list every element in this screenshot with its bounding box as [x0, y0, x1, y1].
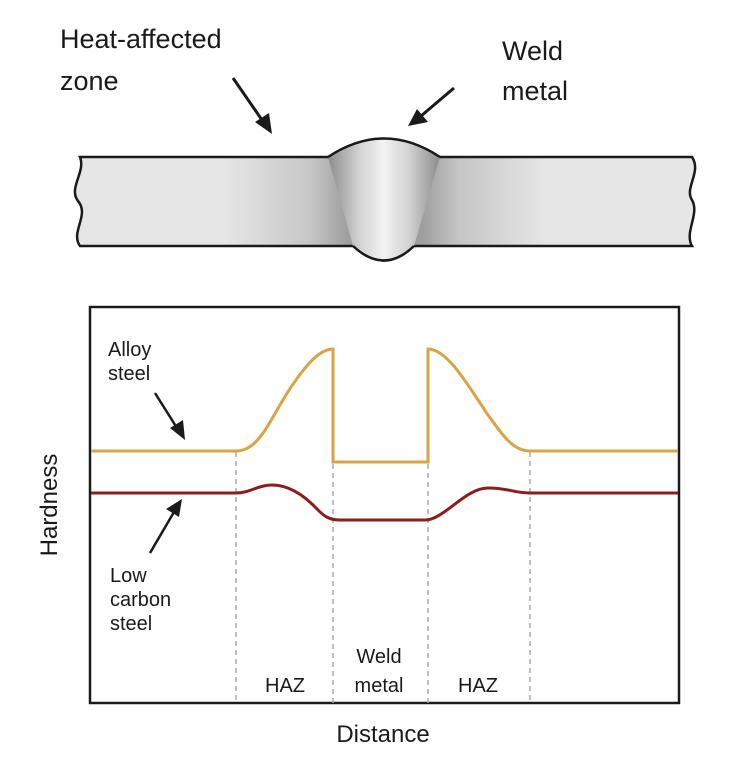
alloy-arrow: [153, 392, 185, 440]
region-weld-line1: Weld: [356, 646, 401, 668]
low-carbon-label-line1: Low: [110, 565, 147, 587]
weld-label-line1: Weld: [502, 36, 563, 66]
haz-label-line2: zone: [60, 66, 119, 96]
alloy-steel-curve: [91, 347, 678, 464]
low-carbon-arrow: [148, 499, 182, 554]
region-dividers: [235, 452, 531, 703]
low-carbon-steel-curve: [91, 483, 678, 522]
weld-arrow: [408, 86, 455, 126]
low-carbon-label-line2: carbon: [110, 589, 171, 611]
low-carbon-label-line3: steel: [110, 613, 152, 635]
weld-cap-outline: [327, 137, 441, 159]
y-axis-label: Hardness: [36, 454, 63, 557]
welded-plate: [73, 137, 697, 262]
region-haz-right: HAZ: [458, 675, 498, 697]
graph-frame: [88, 305, 681, 705]
x-axis-label: Distance: [336, 721, 429, 748]
alloy-label-line1: Alloy: [108, 339, 151, 361]
region-weld-line2: metal: [355, 675, 404, 697]
alloy-label-line2: steel: [108, 363, 150, 385]
weld-label-line2: metal: [502, 76, 568, 106]
region-haz-left: HAZ: [265, 675, 305, 697]
weld-bead: [328, 138, 440, 261]
haz-label-line1: Heat-affected: [60, 24, 222, 54]
haz-arrow: [231, 77, 272, 134]
weld-root-outline: [352, 245, 415, 262]
